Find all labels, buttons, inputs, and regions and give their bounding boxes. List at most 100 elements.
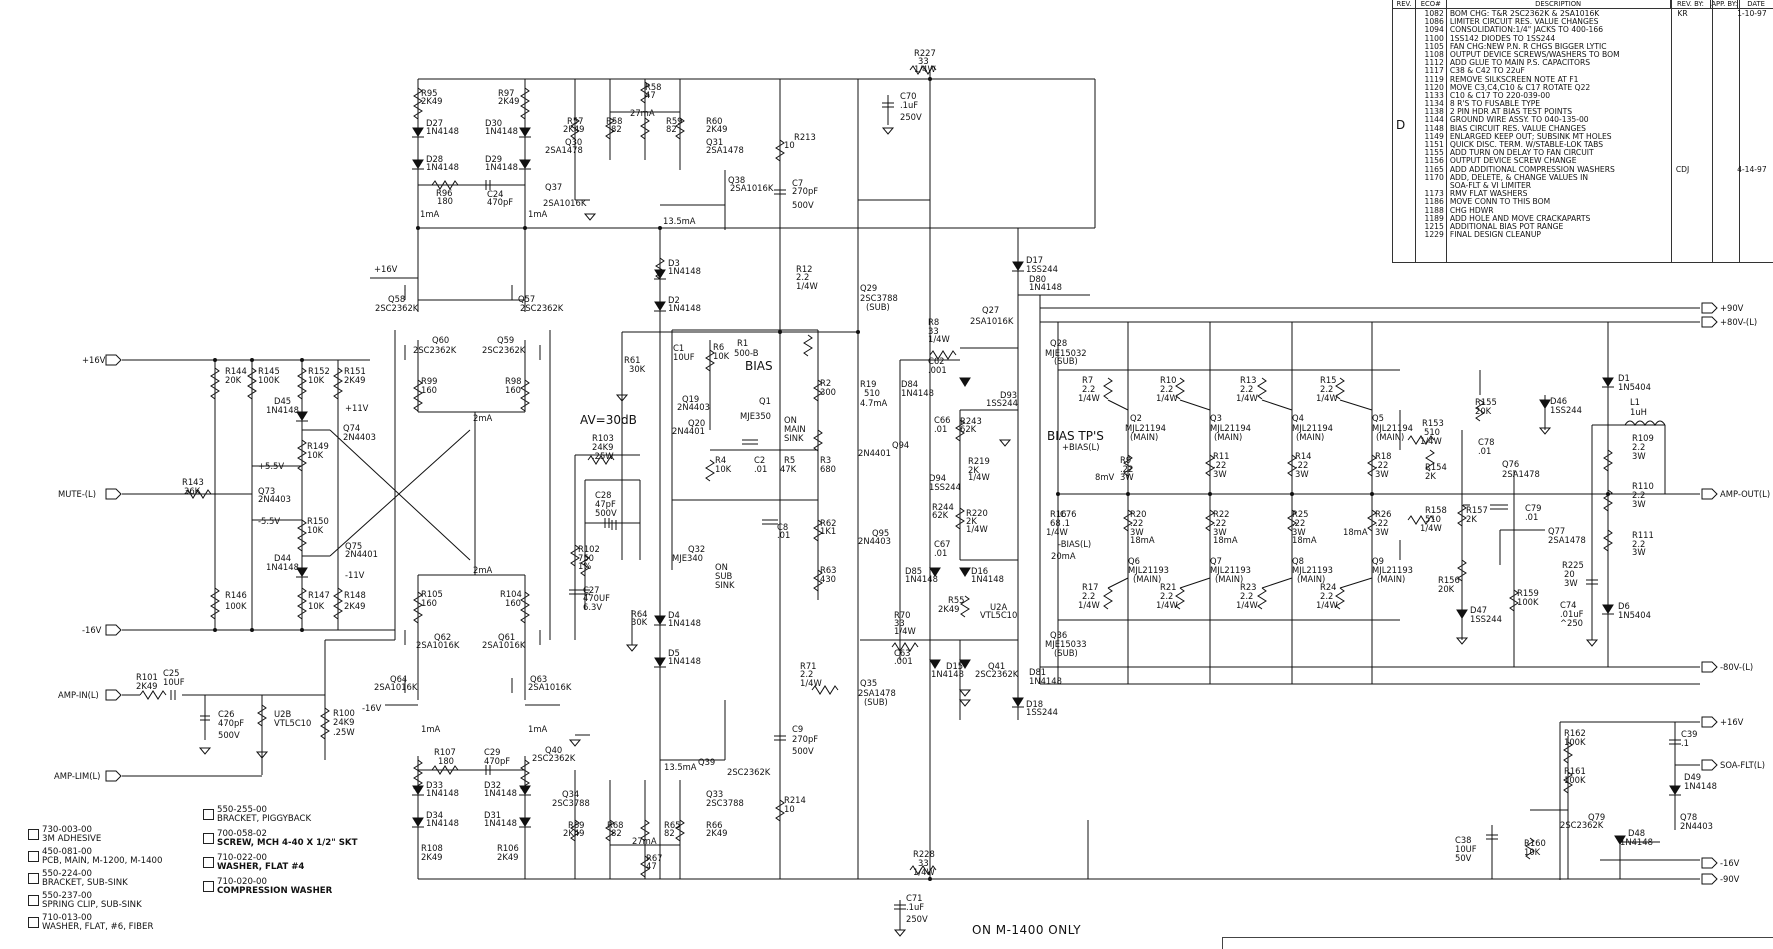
port-amp-lim [106,771,121,781]
revision-date [1730,26,1773,34]
part-description: COMPRESSION WASHER [217,887,332,896]
revision-date [1730,198,1773,206]
svg-text:8mV: 8mV [1095,472,1114,482]
revision-desc: MOVE CONN TO THIS BOM [1448,198,1663,206]
part-description: PCB, MAIN, M-1200, M-1400 [42,857,163,866]
svg-text:2K49: 2K49 [421,852,442,862]
port-p16v-left [106,355,121,365]
port-label-n16v-right: -16V [1720,858,1740,868]
svg-text:1N4148: 1N4148 [668,303,701,313]
svg-text:1N4148: 1N4148 [426,162,459,172]
bias-network [580,79,858,879]
port-p80v [1702,317,1717,327]
revision-desc: BOM CHG: T&R 2SC2362K & 2SA1016K [1448,10,1663,18]
svg-text:2SC2362K: 2SC2362K [413,345,457,355]
part-checkbox[interactable] [28,829,39,840]
svg-text:.25W: .25W [592,451,614,461]
svg-text:1N4148: 1N4148 [905,574,938,584]
svg-text:1N4148: 1N4148 [901,388,934,398]
revision-by [1663,215,1701,223]
svg-text:1N4148: 1N4148 [426,126,459,136]
revision-by: KR [1663,10,1701,18]
revision-date [1730,215,1773,223]
svg-text:2K49: 2K49 [938,604,959,614]
revision-date [1730,125,1773,133]
svg-text:20K: 20K [1438,584,1455,594]
revision-date [1730,231,1773,239]
revision-date [1730,108,1773,116]
svg-text:180: 180 [437,196,453,206]
part-checkbox[interactable] [28,917,39,928]
revision-by [1663,43,1701,51]
bias-pot-label: BIAS [745,359,773,373]
svg-text:(MAIN): (MAIN) [1296,432,1324,442]
svg-text:4.7mA: 4.7mA [860,398,887,408]
svg-text:Q37: Q37 [545,182,562,192]
svg-text:180: 180 [438,756,454,766]
svg-text:100K: 100K [1564,775,1586,785]
svg-text:1/4W: 1/4W [966,524,988,534]
svg-text:1/4W: 1/4W [913,867,935,877]
revision-by [1663,59,1701,67]
part-checkbox[interactable] [28,873,39,884]
svg-text:100K: 100K [1517,597,1539,607]
bias-minus-label: -BIAS(L) [1058,539,1091,549]
svg-text:Q59: Q59 [497,335,514,345]
svg-text:.01: .01 [777,530,790,540]
svg-text:1/4W: 1/4W [1236,393,1258,403]
svg-text:1SS244: 1SS244 [1550,405,1582,415]
svg-text:20mA: 20mA [1051,551,1076,561]
revision-date [1730,43,1773,51]
svg-text:2N4403: 2N4403 [258,494,291,504]
part-checkbox[interactable] [203,881,214,892]
revision-by [1663,51,1701,59]
part-checkbox[interactable] [28,895,39,906]
svg-text:2N4403: 2N4403 [858,536,891,546]
port-label-p16v-left: +16V [82,355,106,365]
revision-by [1663,35,1701,43]
part-checkbox[interactable] [203,833,214,844]
part-checkbox[interactable] [203,857,214,868]
svg-text:300: 300 [820,387,836,397]
part-description: 3M ADHESIVE [42,835,101,844]
svg-text:62K: 62K [932,510,949,520]
svg-text:1/4W: 1/4W [894,626,916,636]
svg-text:SINK: SINK [784,433,804,443]
port-soa-flt [1702,760,1717,770]
revision-desc: ADD TURN ON DELAY TO FAN CIRCUIT [1448,149,1663,157]
svg-text:.1: .1 [1681,738,1689,748]
svg-text:1%: 1% [578,561,591,571]
svg-text:2K49: 2K49 [344,375,365,385]
svg-text:270pF: 270pF [792,186,818,196]
svg-text:-16V: -16V [362,703,382,713]
svg-text:2SA1478: 2SA1478 [545,145,583,155]
revision-date: 4-14-97 [1730,166,1773,174]
revision-desc: RMV FLAT WASHERS [1448,190,1663,198]
col-rev: REV. [1393,0,1416,8]
svg-text:Q39: Q39 [698,757,715,767]
part-checkbox[interactable] [28,851,39,862]
port-label-n90v: -90V [1720,874,1740,884]
col-eco: ECO# [1416,0,1447,8]
svg-text:1N4148: 1N4148 [668,618,701,628]
svg-text:2SA1016K: 2SA1016K [416,640,460,650]
svg-text:10K: 10K [307,450,324,460]
revision-date [1730,76,1773,84]
revision-desc: C38 & C42 TO 22uF [1448,67,1663,75]
col-rev-by: REV. BY: [1671,0,1712,8]
part-checkbox[interactable] [203,809,214,820]
svg-text:Q3: Q3 [1210,413,1222,423]
svg-text:2SC3788: 2SC3788 [706,798,744,808]
svg-text:1SS244: 1SS244 [1026,264,1058,274]
svg-text:1N4148: 1N4148 [484,788,517,798]
svg-text:10K: 10K [308,601,325,611]
svg-text:R213: R213 [794,132,816,142]
svg-text:2N4403: 2N4403 [343,432,376,442]
svg-text:.01: .01 [1478,446,1491,456]
